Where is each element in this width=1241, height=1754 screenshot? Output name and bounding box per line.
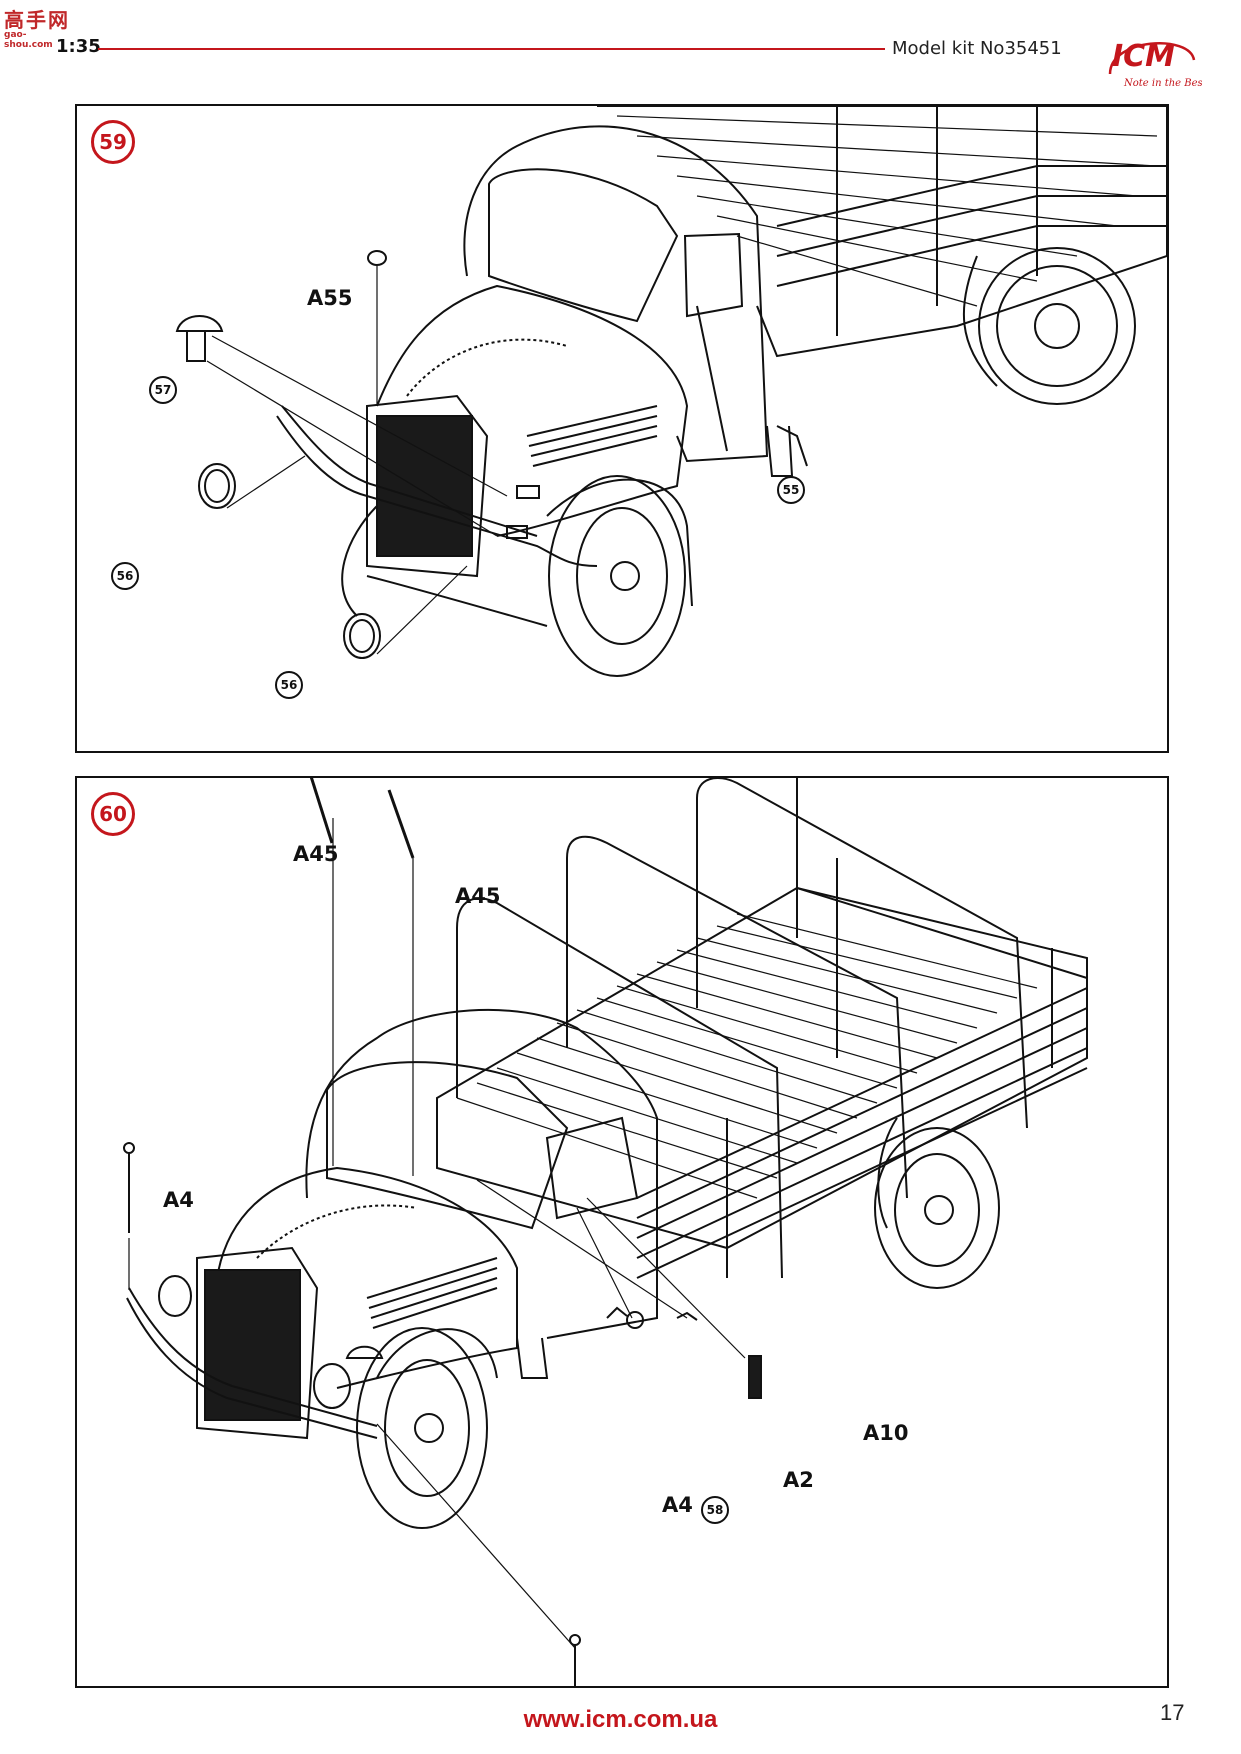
part-circle-56a: 56: [111, 562, 139, 590]
part-label-a2: A2: [783, 1468, 814, 1492]
watermark-text: 高手网: [4, 8, 70, 32]
logo-text: ICM: [1112, 39, 1175, 74]
step-60-panel: 60 A45 A45 A4 A4 A10 A2 58: [75, 776, 1169, 1688]
header-rule: [98, 48, 885, 50]
step-59-badge: 59: [91, 120, 135, 164]
watermark-logo: 高手网 gao-shou.com: [4, 4, 70, 50]
logo-tagline: Note in the Best: [1123, 78, 1202, 89]
part-circle-55: 55: [777, 476, 805, 504]
scale-label: 1:35: [56, 36, 101, 57]
part-label-a4-left: A4: [163, 1188, 194, 1212]
part-label-a10: A10: [863, 1421, 909, 1445]
part-label-a55: A55: [307, 286, 353, 310]
page-number: 17: [1160, 1700, 1185, 1725]
icm-logo: ICM Note in the Best: [1108, 39, 1202, 89]
part-circle-58: 58: [701, 1496, 729, 1524]
part-label-a45-right: A45: [455, 884, 501, 908]
truck-front-illustration: [175, 106, 1167, 677]
truck-full-illustration: [123, 778, 1088, 1686]
part-label-a45-left: A45: [293, 842, 339, 866]
step-60-badge: 60: [91, 792, 135, 836]
kit-number: Model kit No35451: [892, 38, 1062, 59]
part-circle-57: 57: [149, 376, 177, 404]
part-label-a4-right: A4: [662, 1493, 693, 1517]
footer-url[interactable]: www.icm.com.ua: [523, 1706, 718, 1733]
step-59-panel: 59 A55 57 56 56 55: [75, 104, 1169, 753]
part-circle-56b: 56: [275, 671, 303, 699]
watermark-subtext: gao-shou.com: [4, 30, 53, 50]
